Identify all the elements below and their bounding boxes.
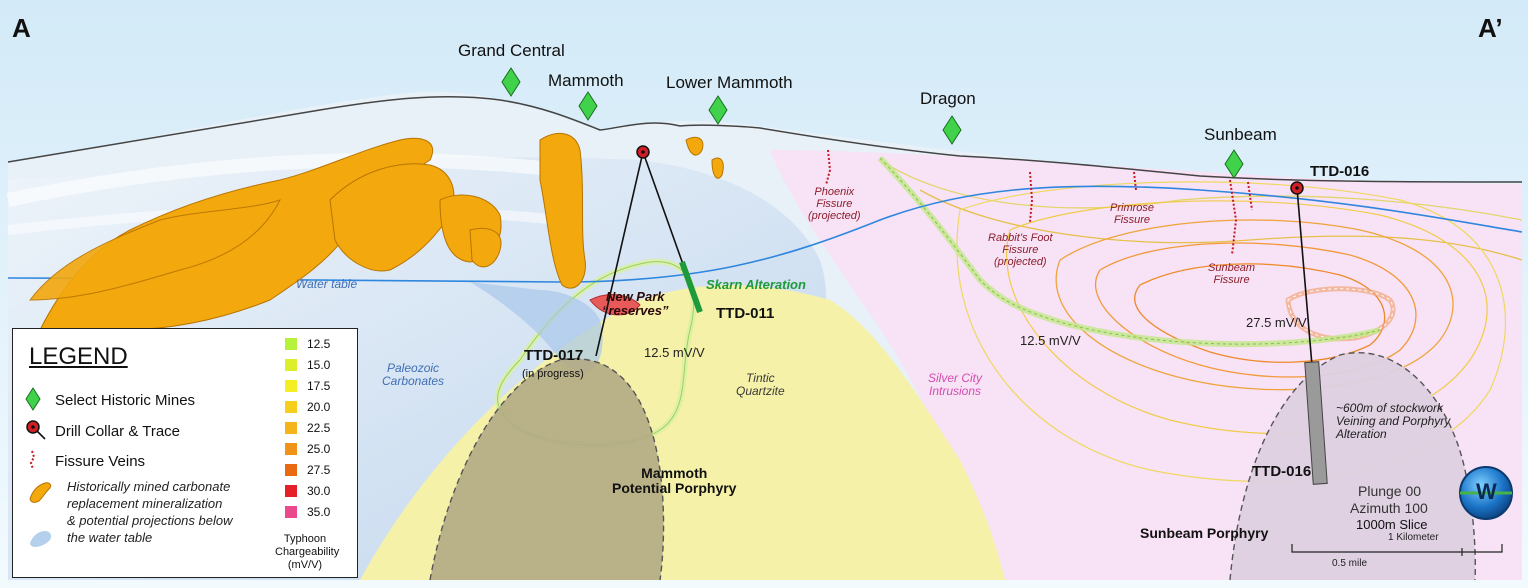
chargeability-swatch <box>285 338 297 350</box>
chargeability-value: 15.0 <box>307 358 331 372</box>
chargeability-swatch <box>285 464 297 476</box>
scale-bar <box>1291 544 1503 556</box>
tintic-quartzite-label: Tintic Quartzite <box>736 371 785 399</box>
mammoth-porphyry-outline <box>429 358 665 581</box>
fissure-label-phoenix: Phoenix Fissure (projected) <box>808 186 861 223</box>
chargeability-swatch <box>285 359 297 371</box>
drill-collar-icon <box>25 419 49 445</box>
stockwork-interval <box>1304 361 1328 485</box>
legend-panel: LEGEND Select Historic Mines Drill Colla… <box>12 328 358 578</box>
chargeability-swatch <box>285 506 297 518</box>
logo-letter: W <box>1476 479 1497 504</box>
legend-item-veins: Fissure Veins <box>25 449 145 475</box>
projected-mineralization-icon <box>27 525 57 556</box>
fissure-vein-icon <box>25 449 49 475</box>
chargeability-swatch <box>285 380 297 392</box>
drill-collar-ttd-016 <box>1290 181 1304 195</box>
drill-label-ttd-016-collar: TTD-016 <box>1310 163 1370 180</box>
carbonate-mineralization-icon <box>27 479 57 510</box>
chargeability-value: 25.0 <box>307 442 331 456</box>
mine-label-sunbeam: Sunbeam <box>1204 125 1277 144</box>
company-logo <box>1459 466 1513 520</box>
projected-mineralization <box>470 282 603 373</box>
new-park-reserves-label: New Park “reserves” <box>602 289 669 319</box>
chargeability-swatch <box>285 485 297 497</box>
drill-label-ttd-016-end: TTD-016 <box>1252 463 1312 480</box>
chargeability-value: 22.5 <box>307 421 331 435</box>
legend-label-collar: Drill Collar & Trace <box>55 422 181 440</box>
drill-collar-ttd-011 <box>636 145 650 159</box>
legend-item-mines: Select Historic Mines <box>25 387 195 415</box>
chargeability-label-12-5-left: 12.5 mV/V <box>644 345 705 360</box>
chargeability-swatch <box>285 422 297 434</box>
surface-topography <box>7 95 1523 183</box>
mine-marker-mammoth <box>578 91 598 121</box>
chargeability-swatch <box>285 443 297 455</box>
view-plunge: Plunge 00 <box>1358 483 1422 499</box>
chargeability-value: 30.0 <box>307 484 331 498</box>
scale-label-km: 1 Kilometer <box>1388 532 1439 543</box>
mine-label-grand-central: Grand Central <box>458 41 565 60</box>
chargeability-label-27-5: 27.5 mV/V <box>1246 315 1307 330</box>
mammoth-porphyry-label: Mammoth Potential Porphyry <box>612 465 737 497</box>
chargeability-value: 12.5 <box>307 337 331 351</box>
legend-title: LEGEND <box>29 343 128 370</box>
legend-item-collar: Drill Collar & Trace <box>25 419 180 445</box>
silver-city-intrusions-label: Silver City Intrusions <box>928 371 983 399</box>
sunbeam-porphyry-label: Sunbeam Porphyry <box>1140 525 1269 541</box>
legend-label-mines: Select Historic Mines <box>55 391 196 409</box>
legend-label-veins: Fissure Veins <box>55 452 146 470</box>
drill-label-ttd-017: TTD-017 <box>524 347 584 364</box>
water-table-label: Water table <box>296 277 358 291</box>
section-end-label: A’ <box>1478 13 1503 43</box>
mammoth-porphyry-body <box>430 358 664 580</box>
legend-label-carbonate: Historically mined carbonate replacement… <box>67 479 233 545</box>
drill-label-ttd-011: TTD-011 <box>716 305 775 322</box>
mine-label-lower-mammoth: Lower Mammoth <box>666 73 793 92</box>
chargeability-value: 27.5 <box>307 463 331 477</box>
mine-marker-lower-mammoth <box>708 95 728 125</box>
water-table-line <box>7 185 1523 283</box>
view-slice: 1000m Slice <box>1356 517 1428 532</box>
chargeability-caption: Typhoon Chargeability (mV/V) <box>275 533 340 572</box>
mine-label-mammoth: Mammoth <box>548 71 624 90</box>
drill-status-ttd-017: (in progress) <box>522 368 584 380</box>
surface-band <box>6 153 561 207</box>
mine-marker-sunbeam <box>1224 149 1244 179</box>
skarn-alteration-label: Skarn Alteration <box>706 277 806 292</box>
view-azimuth: Azimuth 100 <box>1350 500 1428 516</box>
drill-trace-ttd-017 <box>595 151 644 357</box>
chargeability-swatch <box>285 401 297 413</box>
mine-diamond-icon <box>25 387 49 415</box>
section-start-label: A <box>12 13 31 43</box>
chargeability-label-12-5-right: 12.5 mV/V <box>1020 333 1081 348</box>
stockwork-annotation: ~600m of stockwork Veining and Porphyry … <box>1336 401 1451 442</box>
mine-label-dragon: Dragon <box>920 89 976 108</box>
fissure-label-sunbeam: Sunbeam Fissure <box>1208 262 1256 287</box>
mine-marker-dragon <box>942 115 962 145</box>
chargeability-value: 35.0 <box>307 505 331 519</box>
chargeability-value: 20.0 <box>307 400 331 414</box>
mine-marker-grand-central <box>501 67 521 97</box>
chargeability-value: 17.5 <box>307 379 331 393</box>
scale-label-mile: 0.5 mile <box>1332 558 1368 569</box>
skarn-alteration-segment <box>679 260 703 314</box>
sunbeam-porphyry-body <box>1230 352 1476 580</box>
fissure-label-primrose: Primrose Fissure <box>1110 202 1155 227</box>
orebodies <box>28 132 724 335</box>
fissure-veins <box>825 149 1253 256</box>
paleozoic-carbonates-label: Paleozoic Carbonates <box>382 361 445 389</box>
sunbeam-porphyry-outline <box>1229 352 1476 581</box>
fissure-label-rabbits-foot: Rabbit’s Foot Fissure (projected) <box>988 232 1053 269</box>
